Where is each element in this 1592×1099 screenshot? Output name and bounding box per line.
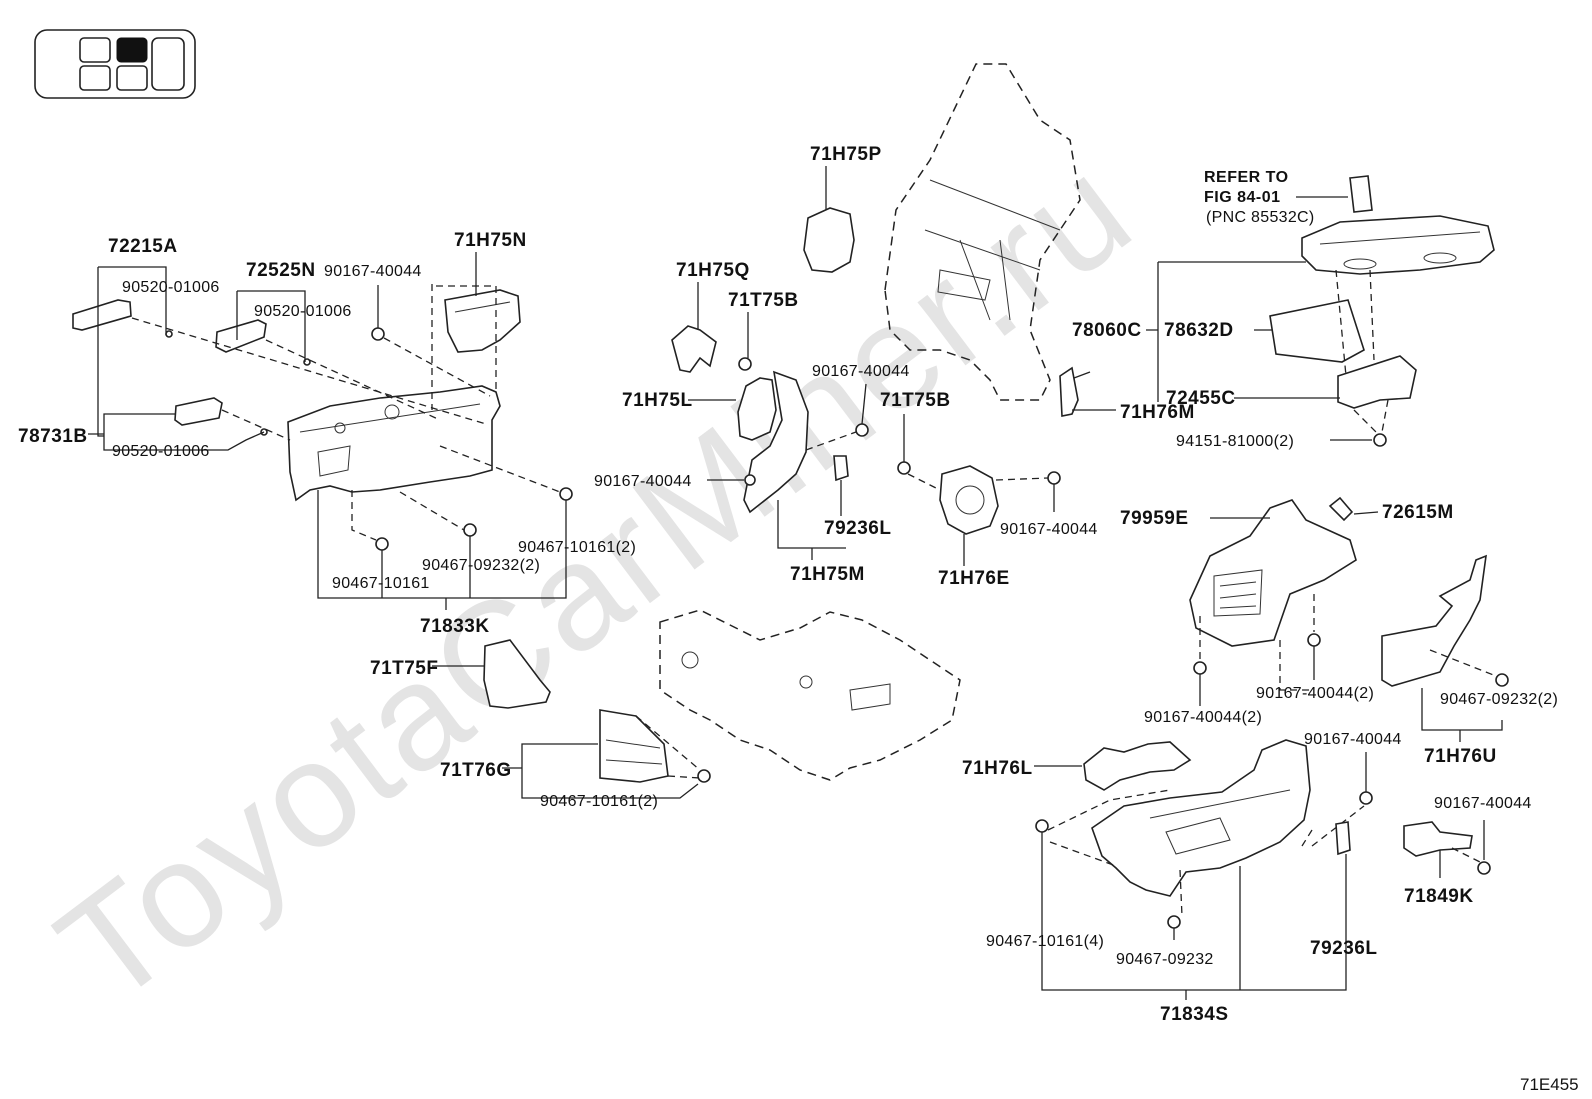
- label-71834S: 71834S: [1160, 1004, 1229, 1025]
- label-90520-01006-b: 90520-01006: [254, 303, 352, 320]
- floor-body-outline: [659, 609, 961, 781]
- part-85532C-drawing: [1349, 175, 1373, 213]
- label-90167-40044-e: 90167-40044: [1000, 521, 1098, 538]
- part-71H75P-drawing: [803, 207, 855, 273]
- label-71H75N: 71H75N: [454, 230, 527, 251]
- label-71H76U: 71H76U: [1424, 746, 1497, 767]
- label-78632D: 78632D: [1164, 320, 1234, 341]
- label-72615M: 72615M: [1382, 502, 1454, 523]
- part-72215A-drawing: [72, 299, 132, 331]
- part-71H75M-drawing: [743, 370, 809, 514]
- label-71H76L: 71H76L: [962, 758, 1033, 779]
- part-78060C-drawing: [1301, 215, 1495, 275]
- label-90467-09232: 90467-09232: [1116, 951, 1214, 968]
- refer-note-line3: (PNC 85532C): [1206, 209, 1315, 226]
- label-90467-10161-4: 90467-10161(4): [986, 933, 1104, 950]
- figure-code: 71E455: [1520, 1075, 1579, 1094]
- label-71833K: 71833K: [420, 616, 490, 637]
- label-72525N: 72525N: [246, 260, 316, 281]
- part-71833K-drawing: [287, 385, 501, 502]
- label-90167-40044-2a: 90167-40044(2): [1144, 709, 1262, 726]
- label-90467-10161: 90467-10161: [332, 575, 430, 592]
- label-72215A: 72215A: [108, 236, 178, 257]
- label-90167-40044-k: 90167-40044: [1434, 795, 1532, 812]
- refer-note-line2: FIG 84-01: [1204, 189, 1281, 206]
- label-90520-01006-a: 90520-01006: [122, 279, 220, 296]
- label-79236L-b: 79236L: [1310, 938, 1377, 959]
- locator-icon: [34, 29, 196, 99]
- label-71H75L: 71H75L: [622, 390, 693, 411]
- console-frame-outline: [884, 63, 1081, 401]
- part-79236L-a-drawing: [833, 455, 849, 482]
- part-71H76E-drawing: [939, 465, 999, 535]
- part-71H76M-drawing: [1059, 366, 1091, 417]
- part-72615M-drawing: [1328, 496, 1354, 522]
- part-71H76L-drawing: [1083, 741, 1192, 791]
- label-71H76M: 71H76M: [1120, 402, 1195, 423]
- label-71H75M: 71H75M: [790, 564, 865, 585]
- label-72455C: 72455C: [1166, 388, 1236, 409]
- label-90167-40044-2b: 90167-40044(2): [1256, 685, 1374, 702]
- label-90167-40044-m2: 90167-40044: [594, 473, 692, 490]
- label-79959E: 79959E: [1120, 508, 1189, 529]
- label-90167-40044-s: 90167-40044: [1304, 731, 1402, 748]
- part-71H75L-drawing: [737, 377, 777, 441]
- label-71T76G: 71T76G: [440, 760, 512, 781]
- part-79236L-b-drawing: [1335, 821, 1351, 856]
- label-71T75B-a: 71T75B: [728, 290, 799, 311]
- part-71T75F-drawing: [483, 639, 551, 709]
- label-90467-10161-2a: 90467-10161(2): [518, 539, 636, 556]
- label-71H75P: 71H75P: [810, 144, 882, 165]
- label-71849K: 71849K: [1404, 886, 1474, 907]
- label-90167-40044-m1: 90167-40044: [812, 363, 910, 380]
- label-90467-10161-2b: 90467-10161(2): [540, 793, 658, 810]
- label-71H75Q: 71H75Q: [676, 260, 750, 281]
- refer-note-line1: REFER TO: [1204, 169, 1289, 186]
- label-90467-09232-2b: 90467-09232(2): [1440, 691, 1558, 708]
- part-79959E-drawing: [1189, 499, 1357, 647]
- label-90467-09232-2a: 90467-09232(2): [422, 557, 540, 574]
- label-79236L-a: 79236L: [824, 518, 891, 539]
- part-71H75N-drawing: [444, 289, 521, 353]
- label-71T75F: 71T75F: [370, 658, 438, 679]
- part-72525N-drawing: [215, 319, 267, 353]
- label-94151-81000-2: 94151-81000(2): [1176, 433, 1294, 450]
- part-71849K-drawing: [1403, 821, 1473, 857]
- label-78060C: 78060C: [1072, 320, 1142, 341]
- part-72455C-drawing: [1337, 355, 1417, 409]
- part-78632D-drawing: [1269, 299, 1365, 363]
- label-71H76E: 71H76E: [938, 568, 1010, 589]
- label-78731B: 78731B: [18, 426, 88, 447]
- label-90520-01006-c: 90520-01006: [112, 443, 210, 460]
- label-90167-40044-n: 90167-40044: [324, 263, 422, 280]
- part-71T76G-drawing: [599, 709, 669, 783]
- part-71H76U-drawing: [1381, 554, 1487, 687]
- part-71H75Q-drawing: [671, 325, 717, 373]
- part-78731B-drawing: [174, 397, 223, 426]
- label-71T75B-b: 71T75B: [880, 390, 951, 411]
- part-71834S-drawing: [1091, 739, 1311, 897]
